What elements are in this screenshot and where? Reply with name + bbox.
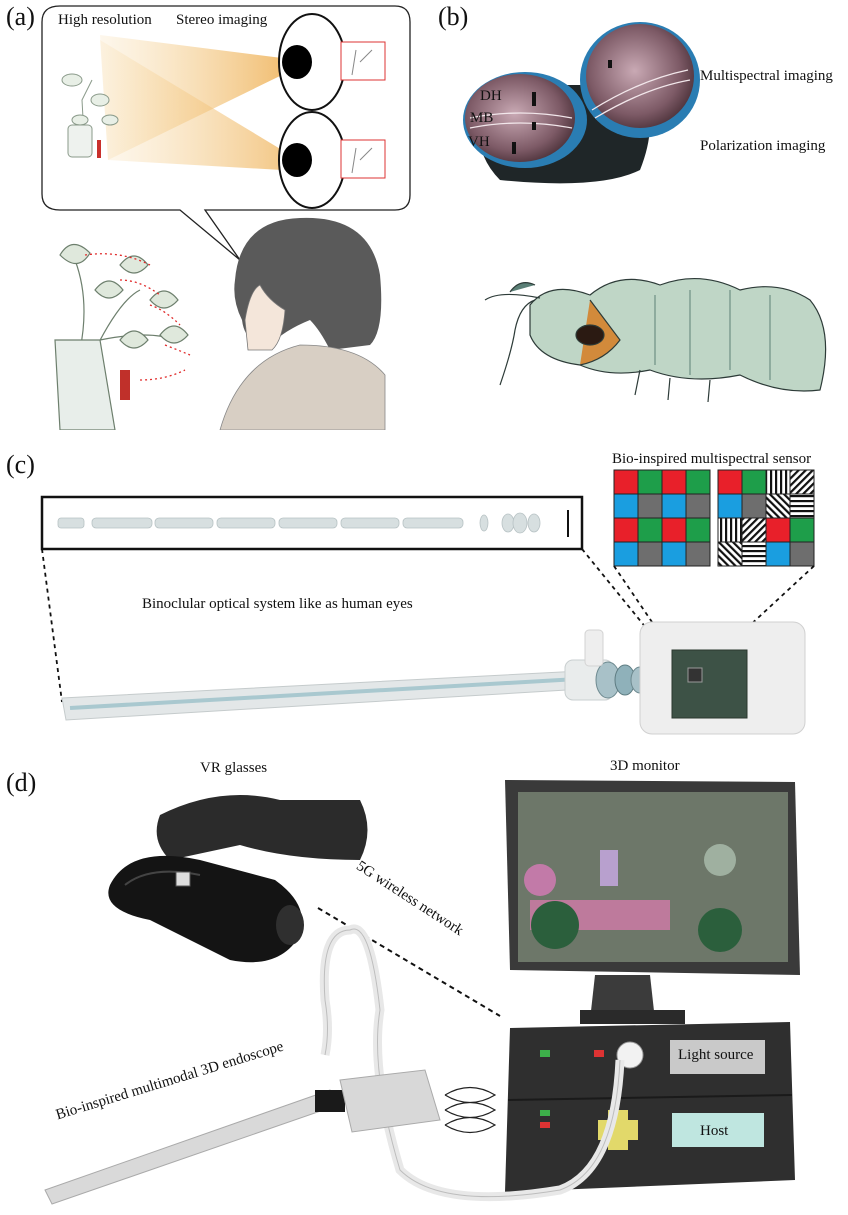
band-label-dh: DH <box>480 88 502 104</box>
panel-a-label: (a) <box>6 2 35 31</box>
panel-c-illustration <box>40 469 815 735</box>
light-ray-arrows <box>84 253 191 381</box>
light-source-label: Light source <box>678 1047 754 1063</box>
endoscope-icon <box>61 621 806 735</box>
eye-icon <box>278 13 386 111</box>
eye-icon <box>278 111 386 209</box>
band-label-mb: MB <box>470 110 494 126</box>
panel-c-label: (c) <box>6 450 35 479</box>
vr-headset-icon <box>108 795 368 963</box>
panel-b-label: (b) <box>438 2 469 31</box>
panel-d-illustration <box>44 780 800 1205</box>
band-label-vh: VH <box>468 134 490 150</box>
mantis-shrimp-icon <box>484 278 827 403</box>
endoscope-icon <box>44 924 625 1205</box>
host-label: Host <box>700 1123 729 1139</box>
polarization-pixel-grid <box>717 469 815 567</box>
panel-d-label: (d) <box>6 768 37 797</box>
multispectral-caption: Multispectral imaging <box>700 68 833 84</box>
multispectral-pixel-grid <box>613 469 711 567</box>
wireless-link <box>317 907 501 1017</box>
polarization-caption: Polarization imaging <box>700 138 826 154</box>
panel-a-illustration <box>41 5 411 430</box>
optical-system-caption: Binoclular optical system like as human … <box>142 596 413 612</box>
monitor-icon <box>505 780 800 1024</box>
vr-glasses-caption: VR glasses <box>200 760 268 776</box>
plant-icon <box>61 73 119 158</box>
stereo-imaging-caption: Stereo imaging <box>176 12 268 28</box>
woman-portrait-icon <box>219 217 386 430</box>
sensor-title: Bio-inspired multispectral sensor <box>612 451 812 467</box>
compound-eye-icon <box>580 22 700 138</box>
3d-monitor-caption: 3D monitor <box>610 758 680 774</box>
lens-train <box>57 512 541 534</box>
high-resolution-caption: High resolution <box>58 12 152 28</box>
beam-lower <box>100 40 282 170</box>
panel-b-illustration <box>463 22 827 403</box>
compound-eye-icon <box>463 72 587 168</box>
plant-icon <box>54 243 189 430</box>
